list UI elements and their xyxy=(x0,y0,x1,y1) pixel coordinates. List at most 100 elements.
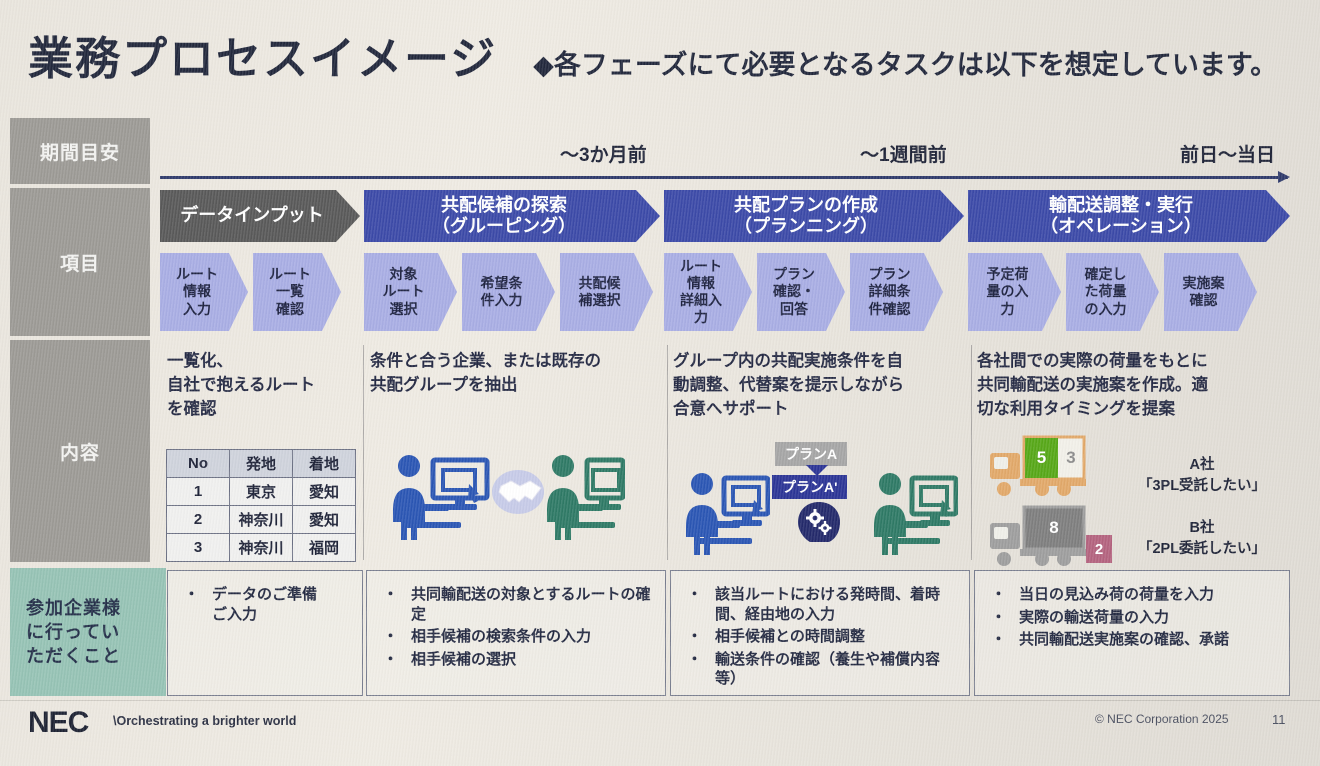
participant-line-3: ただくこと xyxy=(26,646,121,667)
person-green-icon xyxy=(547,455,615,540)
phase-chevron-1[interactable]: 共配候補の探索（グルーピング） xyxy=(364,190,660,242)
illustration-person-blue-planning xyxy=(680,468,771,565)
plan-badge-old: プランA xyxy=(775,442,848,466)
task-chevron-8[interactable]: 予定荷量の入力 xyxy=(968,253,1061,331)
phase-chevron-label-3: 輸配送調整・実行（オペレーション） xyxy=(1040,194,1202,236)
phase-chevron-3[interactable]: 輸配送調整・実行（オペレーション） xyxy=(968,190,1290,242)
truck-a-company-label: A社 「3PL受託したい」 xyxy=(1137,457,1267,495)
bottom-box-list-3: 当日の見込み荷の荷量を入力実際の輸送荷量の入力共同輸配送実施案の確認、承諾 xyxy=(989,585,1279,650)
row-label-content: 内容 xyxy=(10,340,150,562)
row-label-period: 期間目安 xyxy=(10,118,150,184)
timeline-mark-0: ～3か月前 xyxy=(560,145,647,166)
handshake-icon xyxy=(492,470,544,514)
truck-gray-icon xyxy=(990,505,1086,566)
title-row: 業務プロセスイメージ ◆各フェーズにて必要となるタスクは以下を想定しています。 xyxy=(28,22,1310,92)
task-chevron-label-7: プラン詳細条件確認 xyxy=(868,266,911,317)
phase-chevron-0[interactable]: データインプット xyxy=(160,190,360,242)
task-chevron-9[interactable]: 確定した荷量の入力 xyxy=(1066,253,1159,331)
footer-divider xyxy=(0,700,1320,701)
illustration-two-people-handshake xyxy=(385,448,626,553)
row-label-participant: 参加企業様 に行ってい ただくこと xyxy=(10,568,166,696)
route-cell-1-1: 神奈川 xyxy=(229,505,293,534)
nec-logo: NEC xyxy=(28,706,89,739)
route-cell-2-0: 3 xyxy=(166,533,230,562)
phase-chevron-2[interactable]: 共配プランの作成（プランニング） xyxy=(664,190,964,242)
list-item: 相手候補の選択 xyxy=(381,650,655,670)
content-description-2: グループ内の共配実施条件を自 動調整、代替案を提示しながら 合意へサポート xyxy=(673,352,904,418)
route-cell-1-0: 2 xyxy=(166,505,230,534)
list-item: 輸送条件の確認（養生や補償内容等） xyxy=(685,650,959,689)
task-chevron-5[interactable]: ルート情報詳細入力 xyxy=(664,253,752,331)
task-chevron-3[interactable]: 希望条件入力 xyxy=(462,253,555,331)
route-cell-2-2: 福岡 xyxy=(292,533,356,562)
task-chevron-label-4: 共配候補選択 xyxy=(578,274,621,308)
route-cell-0-1: 東京 xyxy=(229,477,293,506)
plan-badge-new: プランA' xyxy=(772,475,848,499)
route-table-header-0: No xyxy=(166,449,230,478)
person-blue-icon xyxy=(393,455,461,540)
content-divider-3 xyxy=(971,345,972,560)
page-subtitle: ◆各フェーズにて必要となるタスクは以下を想定しています。 xyxy=(533,50,1278,80)
illustration-person-green-planning xyxy=(868,468,959,565)
truck-b-company-label: B社 「2PL委託したい」 xyxy=(1137,520,1267,558)
list-item: 該当ルートにおける発時間、着時間、経由地の入力 xyxy=(685,585,959,624)
phase-chevron-label-2: 共配プランの作成（プランニング） xyxy=(734,194,878,236)
timeline-axis-arrow xyxy=(160,171,1290,183)
plan-transition-arrow-icon xyxy=(806,465,828,476)
monitor-green-stand xyxy=(589,468,621,510)
task-chevron-7[interactable]: プラン詳細条件確認 xyxy=(850,253,943,331)
person-green-monitor-svg xyxy=(874,473,959,555)
person-blue-monitor-svg xyxy=(686,473,771,555)
timeline-mark-2: 前日～当日 xyxy=(1180,145,1276,166)
task-chevron-label-8: 予定荷量の入力 xyxy=(986,266,1029,317)
bottom-box-2: 該当ルートにおける発時間、着時間、経由地の入力相手候補との時間調整輸送条件の確認… xyxy=(670,570,970,696)
list-item: 共同輸配送の対象とするルートの確定 xyxy=(381,585,655,624)
timeline-mark-1: ～1週間前 xyxy=(860,145,947,166)
task-chevron-label-6: プラン確認・回答 xyxy=(773,266,815,317)
row-label-period-text: 期間目安 xyxy=(39,142,120,164)
task-chevron-1[interactable]: ルート一覧確認 xyxy=(253,253,341,331)
list-item: 実際の輸送荷量の入力 xyxy=(989,608,1279,628)
task-chevron-6[interactable]: プラン確認・回答 xyxy=(757,253,845,331)
phase-chevron-band: データインプット 共配候補の探索（グルーピング） 共配プランの作成（プランニング） 輸… xyxy=(160,190,1290,242)
people-handshake-svg xyxy=(393,455,626,540)
task-chevron-4[interactable]: 共配候補選択 xyxy=(560,253,653,331)
participant-line-2: に行ってい xyxy=(26,621,121,642)
monitor-blue-stand xyxy=(441,468,479,510)
bottom-box-3: 当日の見込み荷の荷量を入力実際の輸送荷量の入力共同輸配送実施案の確認、承諾 xyxy=(974,570,1290,696)
timeline-marks: ～3か月前 ～1週間前 前日～当日 xyxy=(160,140,1300,172)
task-chevron-label-0: ルート情報入力 xyxy=(176,266,218,317)
list-item: 共同輸配送実施案の確認、承諾 xyxy=(989,630,1279,650)
content-description-1: 条件と合う企業、または既存の 共配グループを抽出 xyxy=(370,352,601,394)
participant-line-1: 参加企業様 xyxy=(26,597,121,618)
nec-tagline: \Orchestrating a brighter world xyxy=(113,714,297,728)
illustration-truck-b: 8 2 xyxy=(990,505,1112,572)
list-item: 相手候補の検索条件の入力 xyxy=(381,627,655,647)
copyright-text: © NEC Corporation 2025 xyxy=(1095,712,1229,726)
phase-chevron-label-0: データインプット xyxy=(180,205,324,226)
content-divider-1 xyxy=(363,345,364,560)
truck-a-empty-load: 3 xyxy=(1066,448,1076,467)
brain-gears-icon xyxy=(798,502,840,542)
route-cell-0-0: 1 xyxy=(166,477,230,506)
page-title: 業務プロセスイメージ xyxy=(28,33,498,84)
truck-a-filled-load: 5 xyxy=(1025,438,1058,478)
bottom-box-1: 共同輸配送の対象とするルートの確定相手候補の検索条件の入力相手候補の選択 xyxy=(366,570,666,696)
truck-b-filled-load: 8 xyxy=(1049,518,1059,537)
task-chevron-2[interactable]: 対象ルート選択 xyxy=(364,253,457,331)
task-chevron-label-2: 対象ルート選択 xyxy=(382,266,425,317)
list-item: 相手候補との時間調整 xyxy=(685,627,959,647)
task-chevron-0[interactable]: ルート情報入力 xyxy=(160,253,248,331)
content-divider-2 xyxy=(667,345,668,560)
task-chevron-10[interactable]: 実施案確認 xyxy=(1164,253,1257,331)
route-cell-1-2: 愛知 xyxy=(292,505,356,534)
task-chevron-label-1: ルート一覧確認 xyxy=(269,266,311,317)
illustration-ai-brain xyxy=(795,500,843,551)
